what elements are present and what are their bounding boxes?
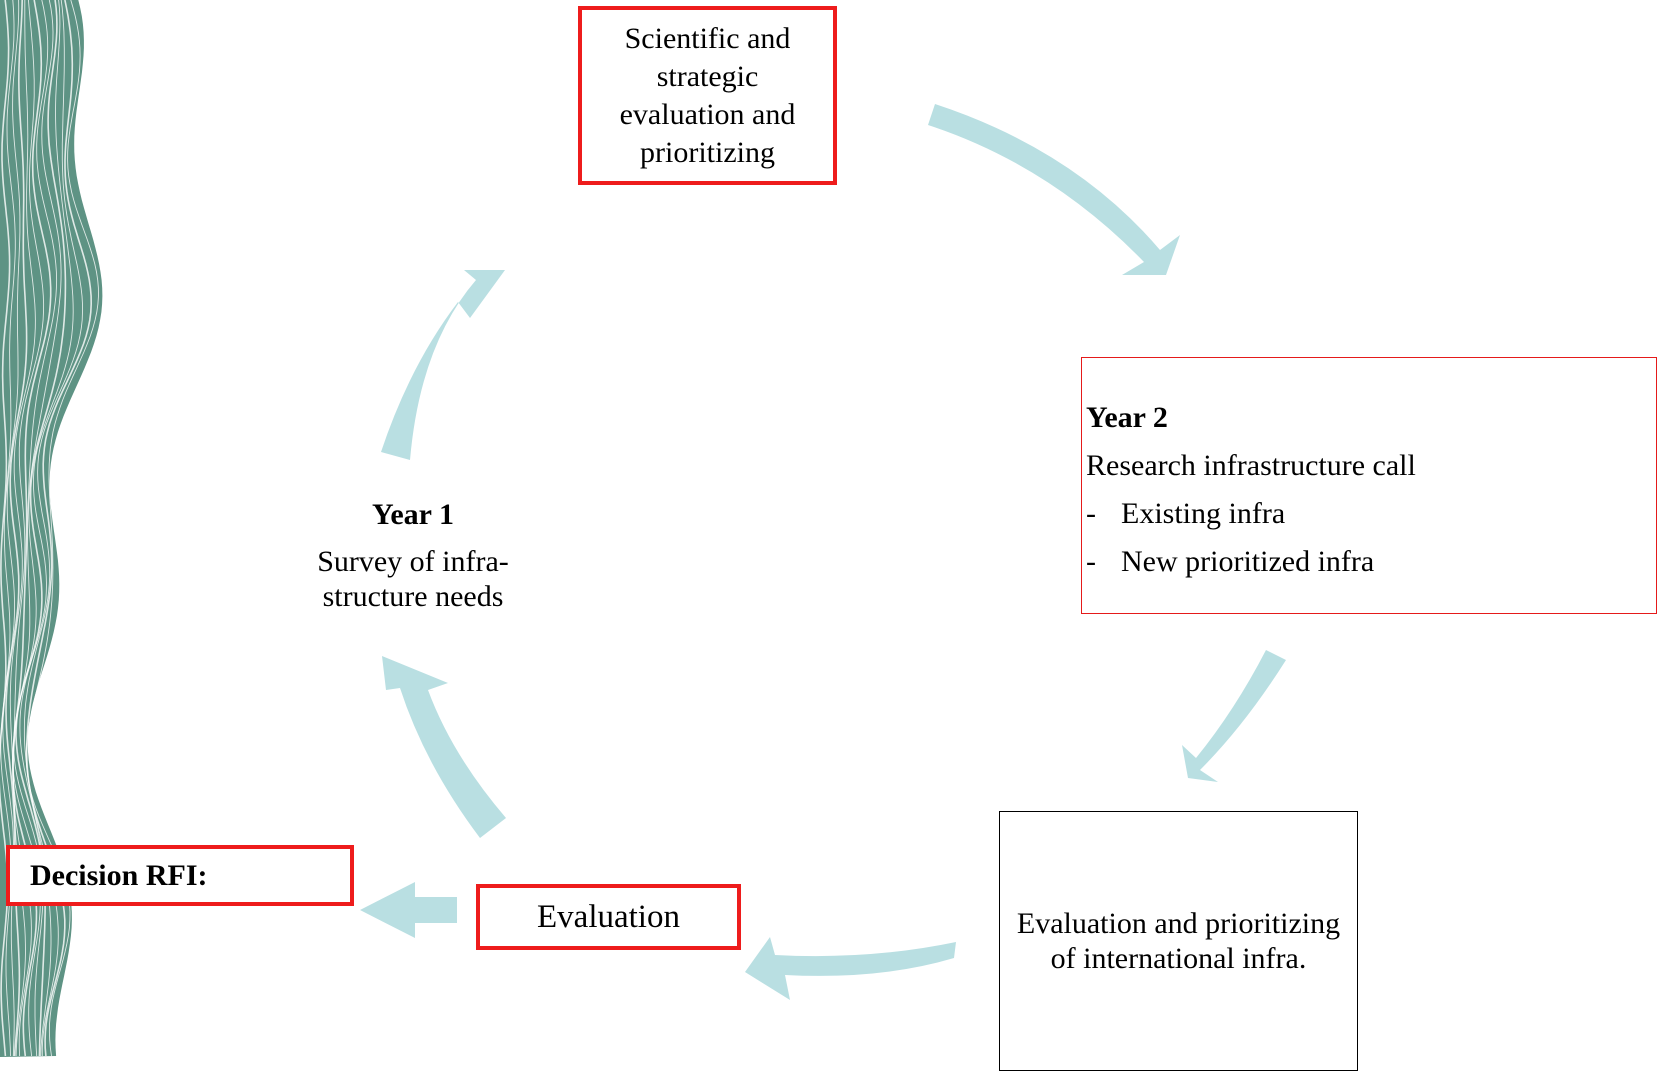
node-top-line-2: strategic (656, 59, 759, 93)
node-top-line-3: evaluation and (619, 97, 796, 131)
bullet-marker: - (1086, 497, 1096, 530)
node-year2-bullet-2: - New prioritized infra (1086, 538, 1656, 586)
node-scientific-evaluation: Scientific and strategic evaluation and … (578, 6, 837, 185)
node-year1: Year 1 Survey of infra- structure needs (283, 490, 543, 620)
node-top-line-4: prioritizing (640, 135, 775, 169)
arrow-evaluation-to-decision (360, 882, 457, 938)
node-year1-title: Year 1 (372, 497, 454, 531)
arrow-year1-to-top (381, 270, 505, 460)
node-international-line-2: of international infra. (1050, 942, 1307, 975)
cycle-arrows (360, 104, 1286, 1000)
node-year2-bullet-1: - Existing infra (1086, 490, 1656, 538)
node-year1-line-1: Survey of infra- (317, 544, 509, 578)
node-year2: Year 2 Research infrastructure call - Ex… (1081, 357, 1657, 614)
arrow-international-to-evaluation (745, 937, 956, 1000)
node-year2-title: Year 2 (1086, 401, 1168, 434)
node-top-line-1: Scientific and (624, 21, 791, 55)
bullet-marker: - (1086, 545, 1096, 578)
bullet-text: Existing infra (1121, 497, 1286, 530)
arrow-evaluation-to-year1 (382, 656, 506, 838)
node-international-evaluation: Evaluation and prioritizing of internati… (999, 811, 1358, 1071)
arrow-top-to-year2 (928, 104, 1180, 275)
node-evaluation: Evaluation (476, 884, 741, 950)
node-international-line-1: Evaluation and prioritizing (1016, 907, 1341, 940)
arrow-year2-to-international (1182, 650, 1286, 782)
bullet-text: New prioritized infra (1121, 545, 1375, 578)
node-decision-rfi: Decision RFI: (6, 845, 354, 906)
node-decision-label: Decision RFI: (30, 859, 208, 892)
node-evaluation-label: Evaluation (537, 898, 680, 935)
node-year1-line-2: structure needs (322, 579, 504, 613)
node-year2-subtitle: Research infrastructure call (1086, 449, 1416, 482)
